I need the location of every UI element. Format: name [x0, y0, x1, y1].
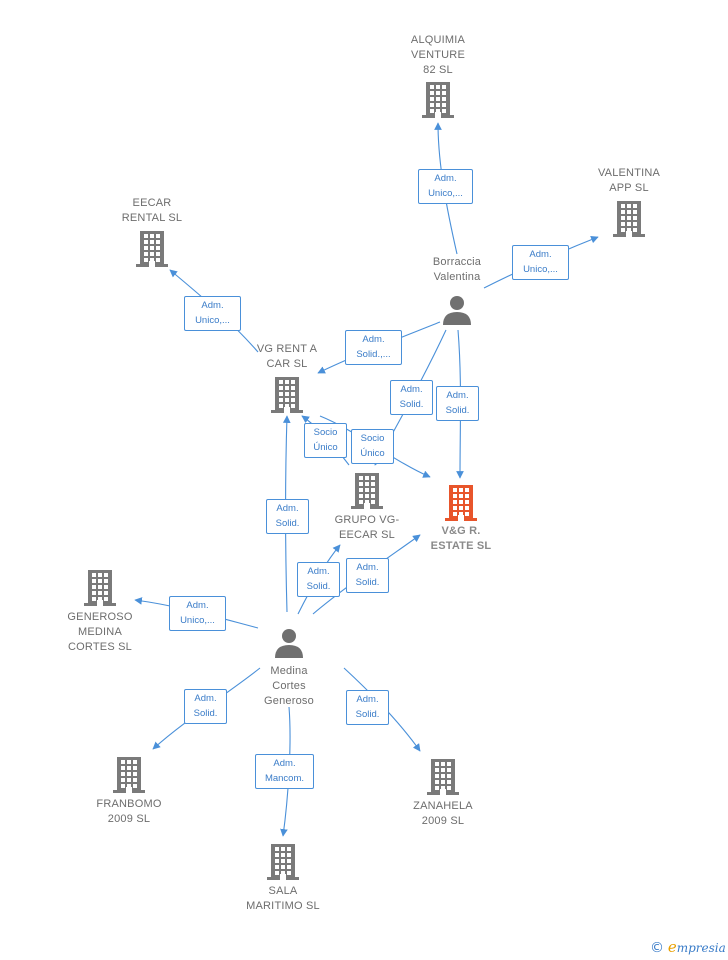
edge-label[interactable]: Adm. Unico,... [418, 169, 473, 204]
node-label: V&G R. ESTATE SL [430, 525, 492, 552]
edge-label[interactable]: Adm. Solid. [346, 558, 389, 593]
node-label: Medina Cortes Generoso [264, 665, 314, 707]
building-icon [613, 201, 645, 242]
building-icon [427, 759, 459, 800]
building-icon [351, 473, 383, 514]
edge-label[interactable]: Adm. Mancom. [255, 754, 314, 789]
brand-name: mpresia [676, 941, 726, 955]
building-icon [136, 231, 168, 272]
building-icon [271, 377, 303, 418]
node-label: GRUPO VG- EECAR SL [334, 514, 400, 541]
edge-label[interactable]: Socio Único [304, 423, 347, 458]
building-icon [113, 757, 145, 798]
edge-label[interactable]: Adm. Solid. [266, 499, 309, 534]
edge-label[interactable]: Adm. Solid. [436, 386, 479, 421]
copyright-icon: © [650, 940, 664, 956]
edge-label[interactable]: Adm. Solid. [346, 690, 389, 725]
brand-initial: e [667, 938, 677, 956]
building-icon [267, 844, 299, 885]
building-icon [422, 82, 454, 123]
node-label: GENEROSO MEDINA CORTES SL [67, 611, 133, 653]
node-label: Borraccia Valentina [432, 256, 482, 283]
node-label: FRANBOMO 2009 SL [96, 798, 162, 825]
edge-label[interactable]: Adm. Unico,... [184, 296, 241, 331]
node-label: VG RENT A CAR SL [256, 343, 318, 370]
building-icon-highlight [445, 485, 477, 526]
edge-label[interactable]: Adm. Unico,... [169, 596, 226, 631]
building-icon [84, 570, 116, 611]
edge-label[interactable]: Adm. Solid.,... [345, 330, 402, 365]
person-icon [442, 295, 472, 330]
edge-label[interactable]: Adm. Solid. [390, 380, 433, 415]
empresia-brand[interactable]: © empresia [650, 938, 726, 956]
node-label: ALQUIMIA VENTURE 82 SL [410, 34, 466, 76]
person-icon [274, 628, 304, 663]
node-label: EECAR RENTAL SL [121, 197, 183, 224]
edge-label[interactable]: Adm. Solid. [184, 689, 227, 724]
node-label: SALA MARITIMO SL [246, 885, 320, 912]
node-label: ZANAHELA 2009 SL [413, 800, 473, 827]
edge-label[interactable]: Socio Único [351, 429, 394, 464]
edge-label[interactable]: Adm. Unico,... [512, 245, 569, 280]
edge-label[interactable]: Adm. Solid. [297, 562, 340, 597]
node-label: VALENTINA APP SL [597, 167, 661, 194]
